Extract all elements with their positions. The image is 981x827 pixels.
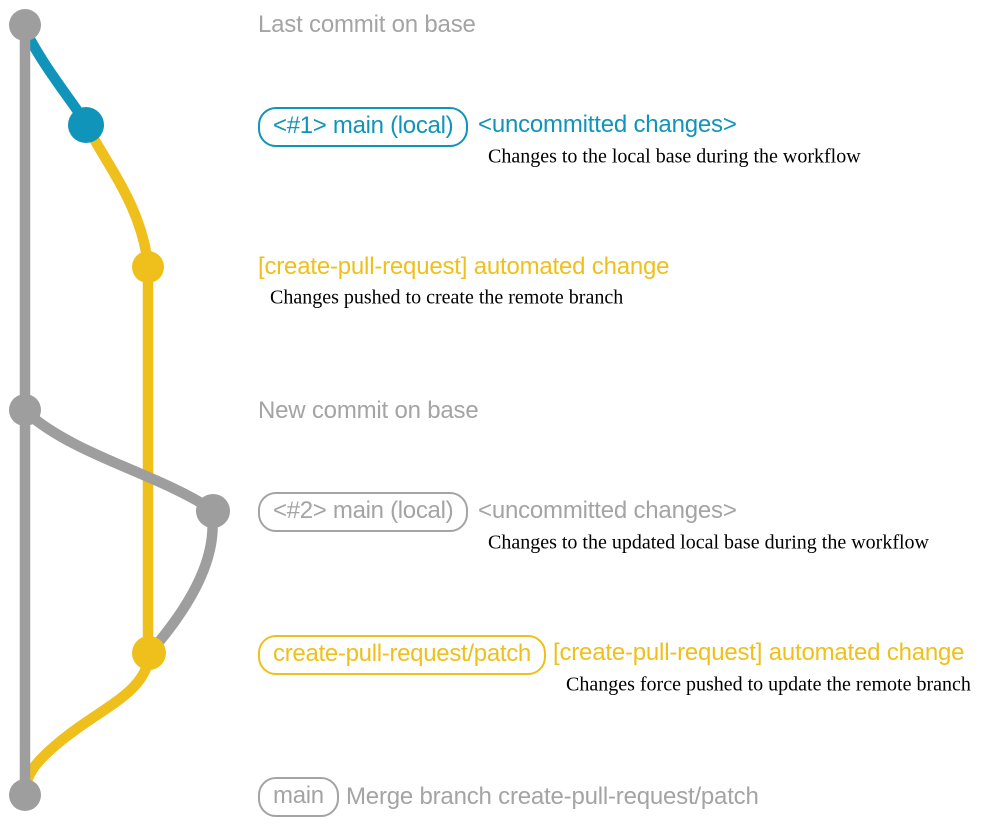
label-merge-branch: Merge branch create-pull-request/patch bbox=[346, 783, 759, 810]
commit-graph bbox=[9, 9, 230, 811]
branch-badge-main: main bbox=[258, 777, 339, 817]
branch-badge-main-local-1: <#1> main (local) bbox=[258, 107, 469, 147]
label-automated-change-1: [create-pull-request] automated change bbox=[258, 253, 670, 280]
branch-badge-create-pull-request-patch: create-pull-request/patch bbox=[258, 635, 546, 675]
commit-node-local-1 bbox=[68, 107, 104, 143]
label-new-commit-on-base: New commit on base bbox=[258, 397, 479, 424]
status-uncommitted-changes-1: <uncommitted changes> bbox=[478, 111, 737, 138]
note-changes-pushed: Changes pushed to create the remote bran… bbox=[270, 286, 624, 309]
patch-branch-line bbox=[83, 124, 154, 656]
note-changes-force-pushed: Changes force pushed to update the remot… bbox=[566, 673, 971, 696]
local-branch-curve-2 bbox=[20, 406, 218, 655]
note-updated-local-base-changes: Changes to the updated local base during… bbox=[488, 531, 929, 554]
commit-node-local-2 bbox=[196, 494, 230, 528]
note-local-base-changes: Changes to the local base during the wor… bbox=[488, 145, 861, 168]
branch-badge-main-local-2: <#2> main (local) bbox=[258, 492, 469, 532]
patch-merge-curve bbox=[19, 652, 155, 796]
label-automated-change-2: [create-pull-request] automated change bbox=[553, 639, 965, 666]
commit-node-last-base bbox=[9, 9, 41, 41]
commit-node-patch-1 bbox=[132, 251, 164, 283]
label-last-commit-on-base: Last commit on base bbox=[258, 11, 476, 38]
commit-node-new-base bbox=[9, 394, 41, 426]
local-branch-curve-1 bbox=[20, 26, 90, 126]
commit-node-patch-2 bbox=[132, 636, 166, 670]
commit-node-merge bbox=[9, 779, 41, 811]
status-uncommitted-changes-2: <uncommitted changes> bbox=[478, 497, 737, 524]
